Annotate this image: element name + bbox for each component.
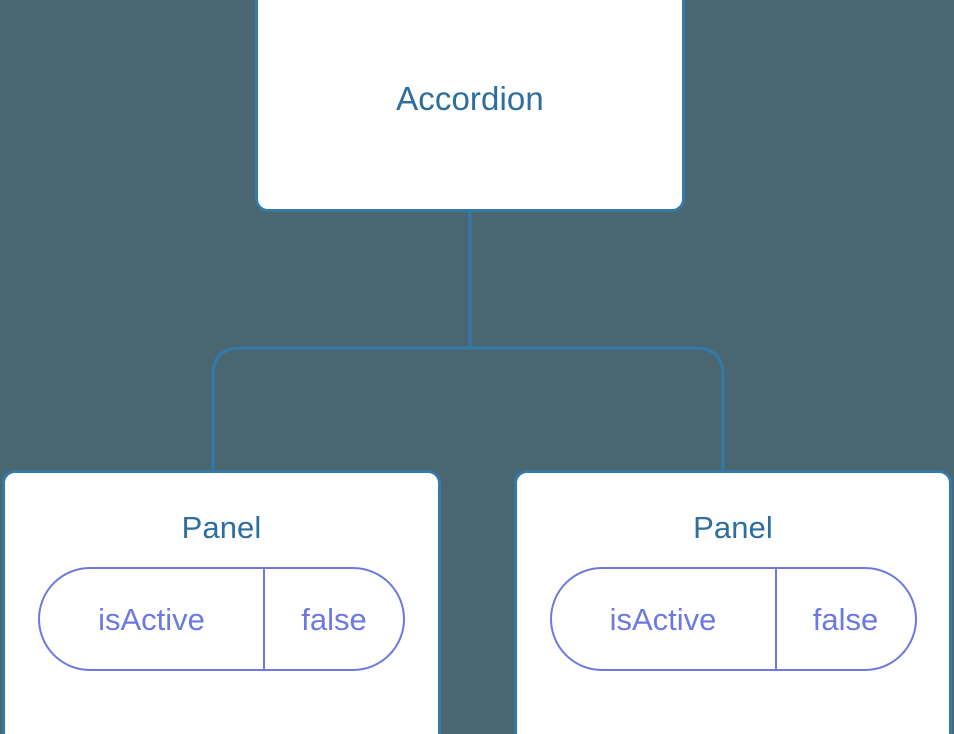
node-panel-2[interactable]: Panel isActive false (514, 470, 952, 734)
state-key-cell: isActive (40, 569, 266, 670)
state-pill-panel-2[interactable]: isActive false (549, 567, 917, 672)
state-value-label: false (812, 601, 879, 637)
state-value-cell: false (265, 569, 403, 669)
state-key-label: isActive (609, 601, 717, 637)
state-value-label: false (301, 601, 367, 637)
state-key-label: isActive (98, 601, 205, 637)
node-accordion-label: Accordion (396, 79, 544, 117)
node-panel-2-label: Panel (693, 510, 773, 545)
state-key-cell: isActive (552, 569, 777, 670)
node-panel-1-label: Panel (181, 510, 262, 545)
node-accordion[interactable]: Accordion (255, 0, 685, 212)
state-pill-panel-1[interactable]: isActive false (38, 567, 405, 672)
state-value-cell: false (777, 569, 915, 669)
edge-branch-right (470, 346, 725, 472)
edge-branch-left (211, 346, 470, 472)
node-panel-1[interactable]: Panel isActive false (2, 470, 441, 734)
